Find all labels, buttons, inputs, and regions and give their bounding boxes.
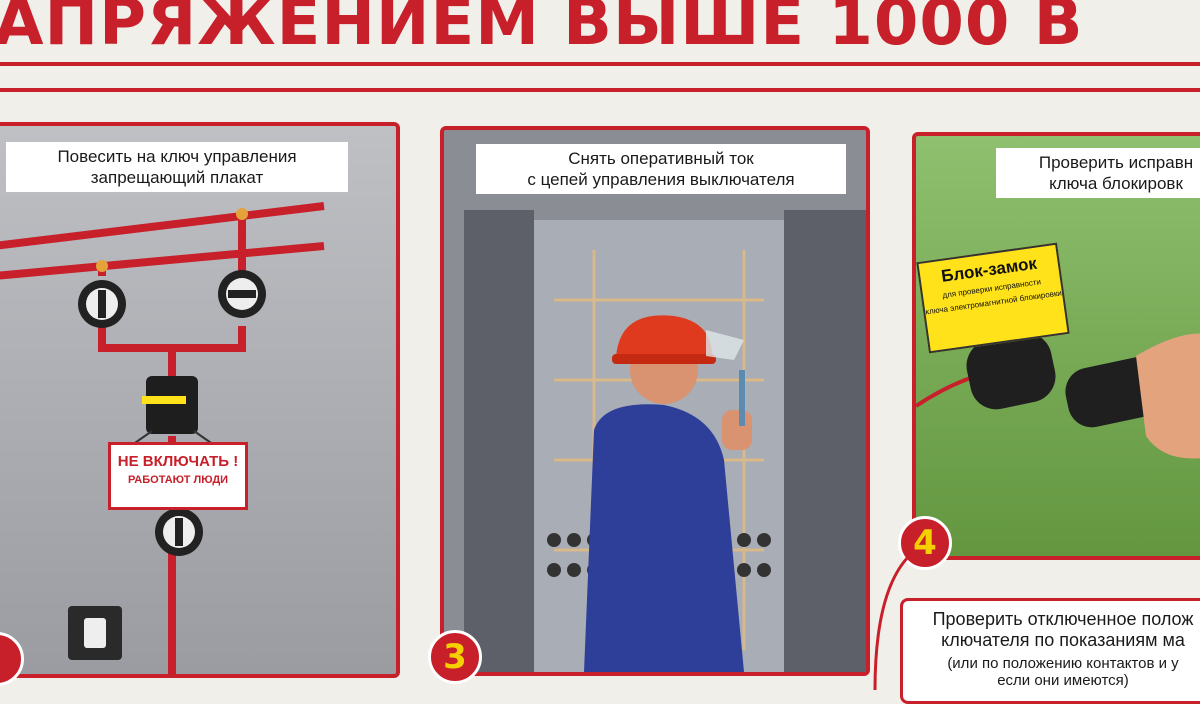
caption-line: ключа блокировк [1049,174,1183,193]
worker-icon [444,130,866,672]
sign-bottom-text: РАБОТАЮТ ЛЮДИ [127,474,229,486]
connector-arrow [873,553,912,690]
lock-label: Блок-замок для проверки исправности ключ… [916,242,1070,354]
caption-line: с цепей управления выключателя [527,170,795,189]
step-badge-4: 4 [898,516,952,570]
next-step-line: ключателя по показаниям ма [941,630,1185,650]
warning-sign: НЕ ВКЛЮЧАТЬ ! РАБОТАЮТ ЛЮДИ [108,442,248,510]
next-step-box: Проверить отключенное полож ключателя по… [900,598,1200,704]
caption-line: Проверить исправн [1038,153,1194,172]
next-step-line: Проверить отключенное полож [932,609,1194,629]
next-step-line: (или по положению контактов и у [947,655,1179,672]
poster-title: АПРЯЖЕНИЕМ ВЫШЕ 1000 В [0,0,1084,60]
caption-line: Повесить на ключ управления [57,147,297,166]
panel-hang-sign [0,122,400,678]
next-step-line: если они имеются) [997,672,1129,689]
switch-diagram-icon [0,202,325,674]
caption-line: Снять оперативный ток [568,149,754,168]
sign-top-text: НЕ ВКЛЮЧАТЬ ! [117,453,239,470]
panel3-caption: Проверить исправн ключа блокировк [996,148,1200,198]
panel-remove-current [440,126,870,676]
panel2-caption: Снять оперативный ток с цепей управления… [476,144,846,194]
key-lock-icon [916,332,1200,459]
step-badge-3: 3 [428,630,482,684]
panel1-caption: Повесить на ключ управления запрещающий … [6,142,348,192]
caption-line: запрещающий плакат [90,168,264,187]
title-rule-bottom [0,88,1200,92]
title-rule-top [0,62,1200,66]
